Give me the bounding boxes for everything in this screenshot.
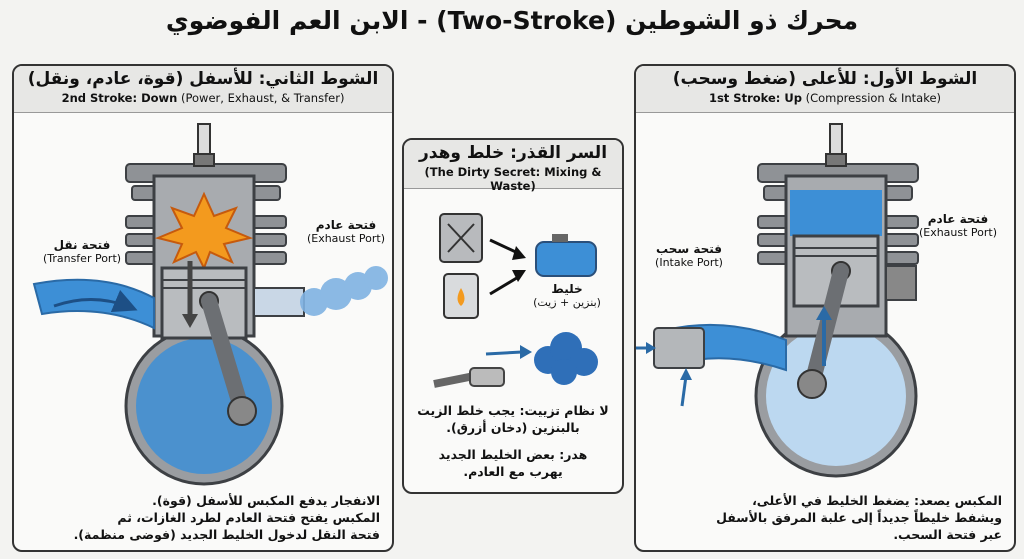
right-intake-label: فتحة سحب (Intake Port) bbox=[655, 242, 723, 269]
left-exhaust-label: فتحة عادم (Exhaust Port) bbox=[306, 218, 386, 245]
middle-panel-header: السر القذر: خلط وهدر (The Dirty Secret: … bbox=[404, 140, 622, 193]
middle-text-oil: لا نظام تزييت: يجب خلط الزيت بالبنزين (د… bbox=[417, 403, 609, 435]
right-heading-en: 1st Stroke: Up (Compression & Intake) bbox=[708, 91, 942, 105]
spark-plug-icon bbox=[825, 123, 847, 167]
oil-bottle-icon bbox=[443, 273, 479, 319]
mix-label: خليط (بنزين + زيت) bbox=[533, 282, 601, 309]
page-title: محرك ذو الشوطين (Two-Stroke) - الابن الع… bbox=[165, 6, 859, 35]
smoke-cloud-icon bbox=[534, 332, 598, 385]
left-heading-ar: الشوط الثاني: للأسفل (قوة، عادم، ونقل) bbox=[27, 69, 379, 89]
left-caption: الانفجار يدفع المكبس للأسفل (قوة). المكب… bbox=[73, 493, 380, 542]
tank-icon bbox=[535, 234, 597, 277]
right-panel: الشوط الأول: للأعلى (ضغط وسحب) 1st Strok… bbox=[634, 64, 1016, 552]
jerrycan-icon bbox=[439, 213, 483, 263]
right-heading-ar: الشوط الأول: للأعلى (ضغط وسحب) bbox=[672, 69, 978, 89]
middle-illustration bbox=[433, 213, 598, 388]
spark-plug-icon bbox=[193, 123, 215, 167]
middle-text-waste: هدر: بعض الخليط الجديد يهرب مع العادم. bbox=[438, 447, 588, 479]
right-caption: المكبس يصعد: يضغط الخليط في الأعلى، ويشف… bbox=[716, 493, 1002, 542]
left-engine-diagram bbox=[32, 123, 388, 486]
left-panel: الشوط الثاني: للأسفل (قوة، عادم، ونقل) 2… bbox=[12, 64, 394, 552]
exhaust-pipe-icon bbox=[433, 367, 505, 388]
middle-heading-ar: السر القذر: خلط وهدر bbox=[418, 143, 608, 163]
left-heading-en: 2nd Stroke: Down (Power, Exhaust, & Tran… bbox=[61, 91, 345, 105]
left-panel-header: الشوط الثاني: للأسفل (قوة، عادم، ونقل) 2… bbox=[14, 66, 392, 113]
right-exhaust-label: فتحة عادم (Exhaust Port) bbox=[918, 212, 998, 239]
right-panel-header: الشوط الأول: للأعلى (ضغط وسحب) 1st Strok… bbox=[636, 66, 1014, 113]
right-engine-diagram bbox=[636, 123, 919, 478]
middle-panel: السر القذر: خلط وهدر (The Dirty Secret: … bbox=[402, 138, 624, 494]
middle-heading-en: (The Dirty Secret: Mixing & Waste) bbox=[424, 165, 602, 193]
smoke-cloud-icon bbox=[300, 266, 388, 316]
left-transfer-label: فتحة نقل (Transfer Port) bbox=[42, 238, 122, 265]
